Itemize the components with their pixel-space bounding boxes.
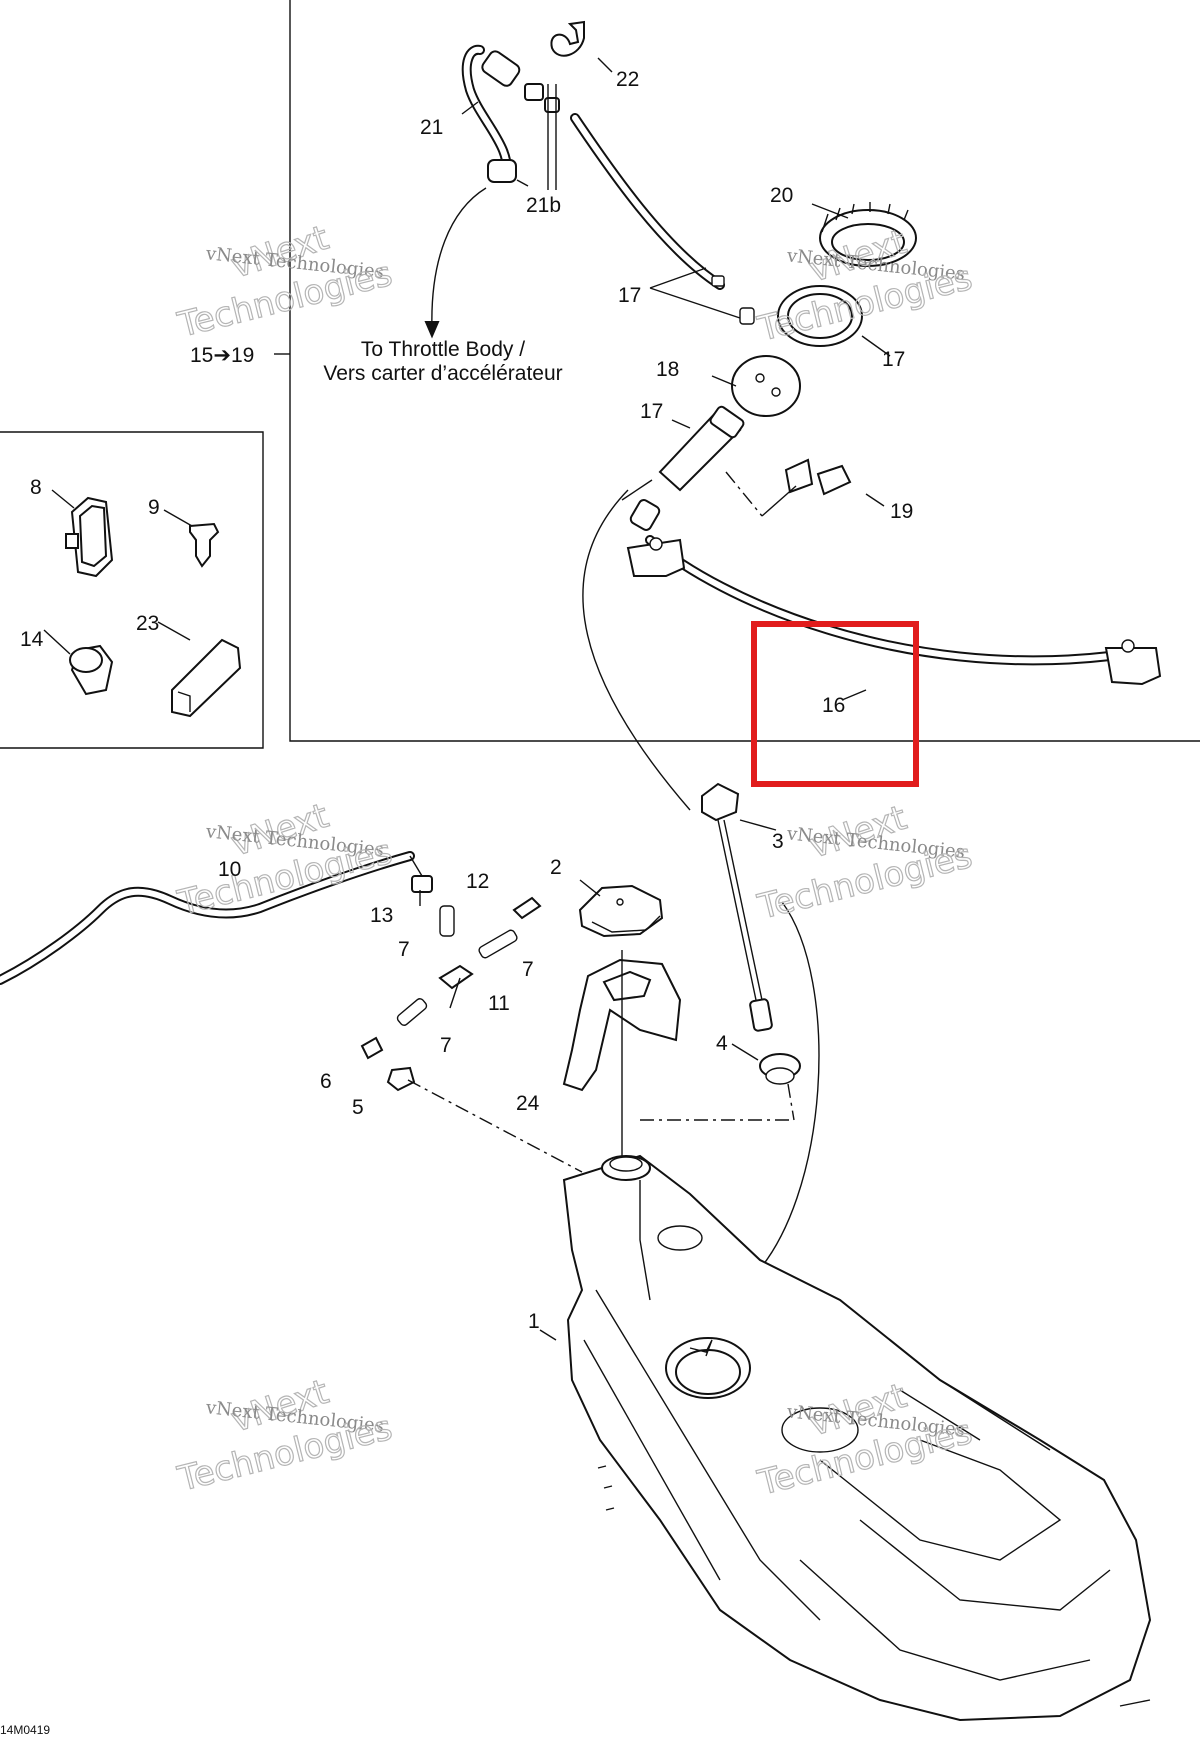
bracket-24 [562,958,682,1092]
vent-plate [781,1407,859,1453]
watermark-5: vNext vNext Technologies Technologies [173,1371,397,1500]
left-inset-frame [0,431,264,749]
callout-20: 20 [770,184,793,207]
callout-17b: 17 [882,348,905,371]
grommet-5 [386,1066,416,1092]
throttle-body-arrow [431,187,487,331]
callout-10: 10 [218,858,241,881]
reference-code: 14M0419 [0,1723,50,1737]
callout-2: 2 [550,856,562,879]
callout-15-19: 15➔19 [190,344,254,367]
upper-inset-frame [289,0,1200,742]
callout-18: 18 [656,358,679,381]
watermark-1: vNext vNext Technologies Technologies [173,217,397,346]
callout-17c: 17 [640,400,663,423]
callout-7a: 7 [398,938,410,961]
callout-6: 6 [320,1070,332,1093]
callout-7c: 7 [440,1034,452,1057]
watermark-2: vNext vNext Technologies Technologies [753,221,977,350]
dipstick-3 [701,782,740,822]
callout-8: 8 [30,476,42,499]
callout-3: 3 [772,830,784,853]
fitting-left [626,538,686,577]
t-fitting-11 [438,964,474,990]
push-rivet-9 [189,522,220,568]
filler-cap-2 [578,884,664,938]
destination-note-line2: Vers carter d’accélérateur [323,362,562,385]
bumper-23 [171,638,242,718]
callout-23: 23 [136,612,159,635]
callout-11: 11 [488,992,510,1015]
elbow-21b [487,159,517,183]
watermark-4: vNext vNext Technologies Technologies [753,797,977,928]
callout-16: 16 [822,694,845,717]
callout-1: 1 [528,1310,540,1333]
destination-note-line1: To Throttle Body / [361,338,525,361]
callout-24: 24 [516,1092,540,1115]
hose-17-upper [570,113,725,290]
check-valve-12 [512,896,542,920]
callout-22: 22 [616,68,639,91]
highlight-box [751,621,919,787]
callout-7b: 7 [522,958,534,981]
callout-4: 4 [716,1032,728,1055]
fuel-pump-18 [731,355,801,417]
callout-21b: 21b [526,194,561,217]
callout-19: 19 [890,500,913,523]
quick-connector [481,50,521,87]
callout-12: 12 [466,870,489,893]
callout-21: 21 [420,116,443,139]
clamp-22 [550,20,585,57]
fuel-tank-1 [562,1154,1152,1722]
callout-13: 13 [370,904,393,927]
watermark-3: vNext vNext Technologies Technologies [173,795,397,924]
callout-17a: 17 [618,284,641,307]
elbow-6 [360,1036,384,1060]
connector-19 [784,458,814,494]
callout-9: 9 [148,496,160,519]
callout-5: 5 [352,1096,364,1119]
fitting-right [1104,647,1162,686]
callout-14: 14 [20,628,44,651]
